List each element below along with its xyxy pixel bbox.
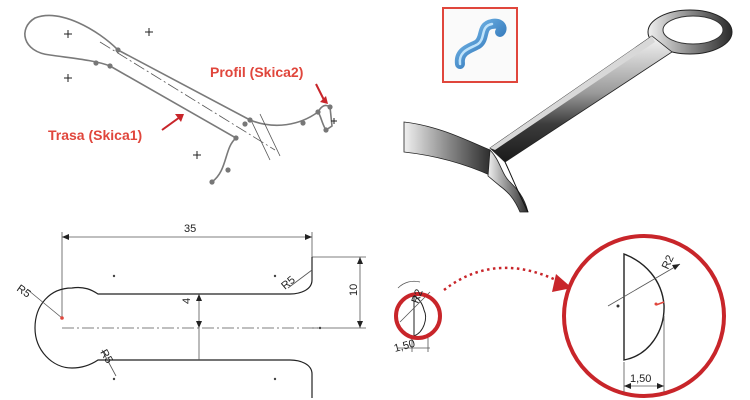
profile-width-small: 1,50 [393, 338, 417, 355]
radius-lower-label: R5 [97, 348, 114, 366]
radius-left-label: R5 [14, 283, 32, 301]
dimension-10: 10 [348, 284, 360, 296]
profile-label: Profil (Skica2) [210, 64, 303, 80]
profile-radius-large: R2 [660, 253, 677, 271]
path-sketch-dimensioned [27, 232, 366, 398]
profile-width-large: 1,50 [630, 373, 651, 385]
sweep-icon[interactable] [442, 7, 518, 83]
sweep-sketch-view [24, 14, 337, 185]
profile-detail-large [562, 234, 726, 398]
profile-radius-small: R2 [410, 288, 426, 305]
profile-detail-small [394, 266, 572, 352]
swept-part-3d [403, 9, 733, 213]
dimension-35: 35 [184, 223, 196, 235]
radius-right-label: R5 [279, 274, 297, 292]
path-label: Trasa (Skica1) [48, 127, 142, 143]
dimension-4: 4 [181, 298, 193, 304]
